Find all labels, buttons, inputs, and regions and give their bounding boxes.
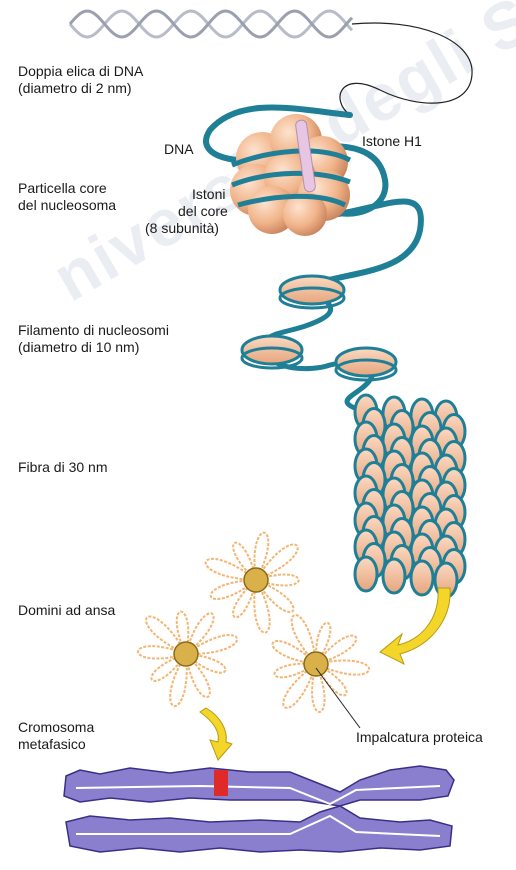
arrow-loops-to-chromosome [200,708,232,760]
label-core-histones-3: (8 subunità) [145,220,219,237]
label-nucleosome-filament-sub: (diametro di 10 nm) [18,339,139,356]
label-dna-helix-diameter: (diametro di 2 nm) [18,80,132,97]
dna-thread [340,23,472,115]
label-fiber-30nm: Fibra di 30 nm [18,459,107,476]
chromatin-fiber-30nm [355,395,465,597]
label-protein-scaffold: Impalcatura proteica [356,729,483,746]
nucleosome-filament [242,276,396,410]
label-core-histones-2: del core [178,203,228,220]
protein-scaffold [174,642,198,666]
label-dna: DNA [164,141,194,158]
fiber-nucleosome [355,557,377,591]
scaffold-pointer [316,668,360,728]
centromere-mark [214,770,228,796]
label-metaphase-chromosome-sub: metafasico [18,736,86,753]
label-core-histones-1: Istoni [192,186,225,203]
fiber-nucleosome [383,559,405,593]
label-metaphase-chromosome: Cromosoma [18,719,94,736]
label-nucleosome-core: Particella core [18,180,107,197]
label-nucleosome-core-sub: del nucleosoma [18,197,116,214]
protein-scaffold [244,568,268,592]
label-histone-h1: Istone H1 [362,133,422,150]
arrow-fiber-to-loops [380,588,450,664]
metaphase-chromosome [64,766,454,852]
label-nucleosome-filament: Filamento di nucleosomi [18,322,169,339]
dna-double-helix [70,11,352,37]
label-loop-domains: Domini ad ansa [18,602,115,619]
label-dna-helix: Doppia elica di DNA [18,63,143,80]
loop-domains [138,533,369,712]
fiber-nucleosome [411,561,433,595]
protein-scaffold [304,652,328,676]
